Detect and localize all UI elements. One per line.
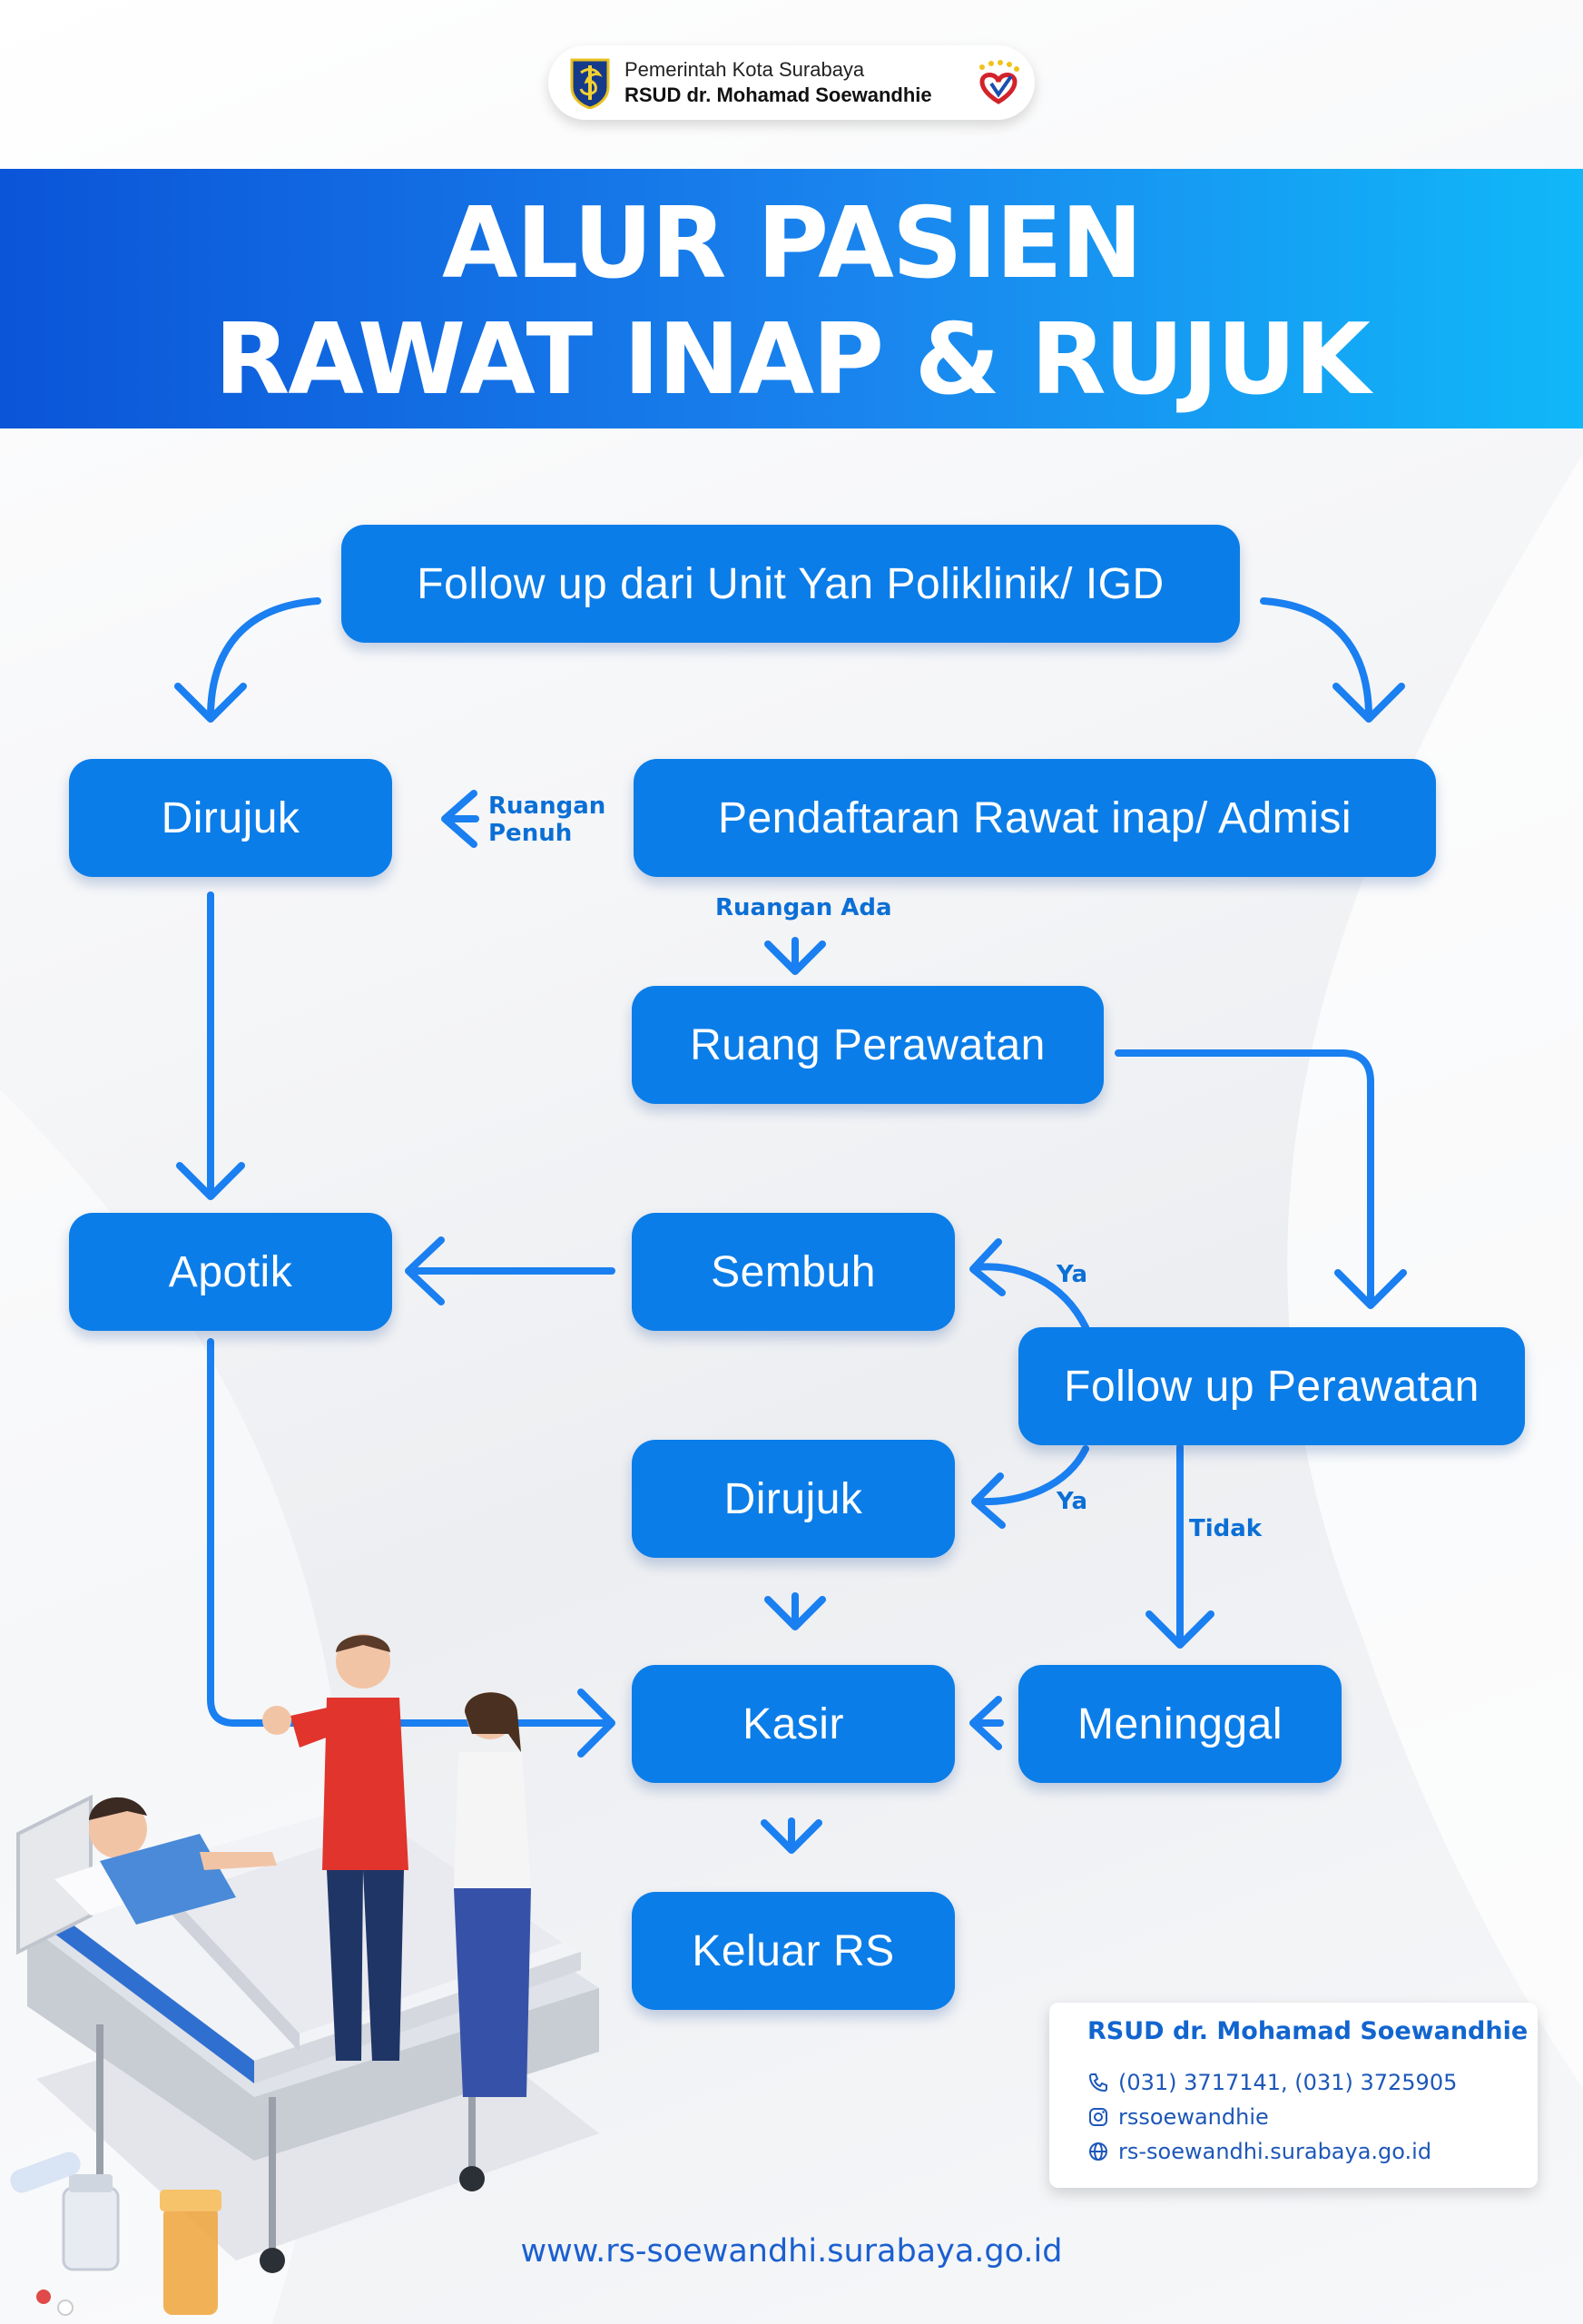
arrow-apotik-to-kasir: [207, 1338, 614, 1727]
footer-website-link[interactable]: www.rs-soewandhi.surabaya.go.id: [520, 2233, 1063, 2270]
edge-label-tidak: Tidak: [1189, 1515, 1263, 1542]
header-logo-pill: Pemerintah Kota Surabaya RSUD dr. Mohama…: [548, 45, 1035, 120]
box-sembuh: Sembuh: [632, 1213, 955, 1331]
arrow-ruang-to-followup: [1115, 1049, 1374, 1307]
contact-website-row[interactable]: rs-soewandhi.surabaya.go.id: [1089, 2139, 1432, 2164]
arrow-start-to-pendaftaran: [1260, 597, 1372, 721]
patient-bed-illustration: [10, 1634, 599, 2316]
header-hospital-name: RSUD dr. Mohamad Soewandhie: [624, 84, 932, 106]
contact-phone: (031) 3717141, (031) 3725905: [1118, 2070, 1458, 2095]
phone-icon: [1088, 2073, 1107, 2093]
box-apotik: Apotik: [69, 1213, 392, 1331]
box-follow-up-perawatan: Follow up Perawatan: [1018, 1327, 1525, 1445]
box-dirujuk-mid: Dirujuk: [632, 1440, 955, 1558]
contact-instagram-row[interactable]: rssoewandhie: [1089, 2104, 1269, 2130]
box-meninggal: Meninggal: [1018, 1665, 1342, 1783]
surabaya-crest-icon: [570, 58, 610, 109]
edge-label-ruangan-ada: Ruangan Ada: [715, 894, 892, 921]
header-government-text: Pemerintah Kota Surabaya: [624, 58, 865, 81]
edge-label-penuh: Penuh: [488, 820, 573, 847]
hospital-logo-icon: [979, 60, 1019, 104]
arrow-start-to-dirujuk: [207, 597, 321, 721]
contact-hospital-name: RSUD dr. Mohamad Soewandhie: [1087, 2017, 1529, 2045]
edge-label-ya-dirujuk: Ya: [1057, 1488, 1087, 1515]
box-pendaftaran: Pendaftaran Rawat inap/ Admisi: [634, 759, 1436, 877]
contact-website: rs-soewandhi.surabaya.go.id: [1118, 2139, 1432, 2164]
page-title-line-1: ALUR PASIEN: [442, 187, 1143, 300]
box-kasir: Kasir: [632, 1665, 955, 1783]
box-dirujuk-left: Dirujuk: [69, 759, 392, 877]
arrow-followup-to-dirujuk: [975, 1445, 1089, 1506]
contact-instagram: rssoewandhie: [1118, 2104, 1269, 2130]
box-ruang-perawatan: Ruang Perawatan: [632, 986, 1104, 1104]
edge-label-ruangan: Ruangan: [488, 793, 606, 820]
arrow-followup-to-sembuh: [973, 1263, 1089, 1331]
box-follow-up-unit: Follow up dari Unit Yan Poliklinik/ IGD: [341, 525, 1240, 643]
page-title-line-2: RAWAT INAP & RUJUK: [214, 303, 1371, 417]
instagram-icon: [1089, 2108, 1107, 2126]
title-banner: ALUR PASIEN RAWAT INAP & RUJUK: [0, 169, 1583, 428]
contact-phone-row: (031) 3717141, (031) 3725905: [1088, 2070, 1458, 2095]
edge-label-ya-sembuh: Ya: [1057, 1261, 1087, 1288]
contact-card: RSUD dr. Mohamad Soewandhie (031) 371714…: [1049, 2003, 1538, 2188]
box-keluar-rs: Keluar RS: [632, 1892, 955, 2010]
globe-icon: [1089, 2142, 1107, 2161]
